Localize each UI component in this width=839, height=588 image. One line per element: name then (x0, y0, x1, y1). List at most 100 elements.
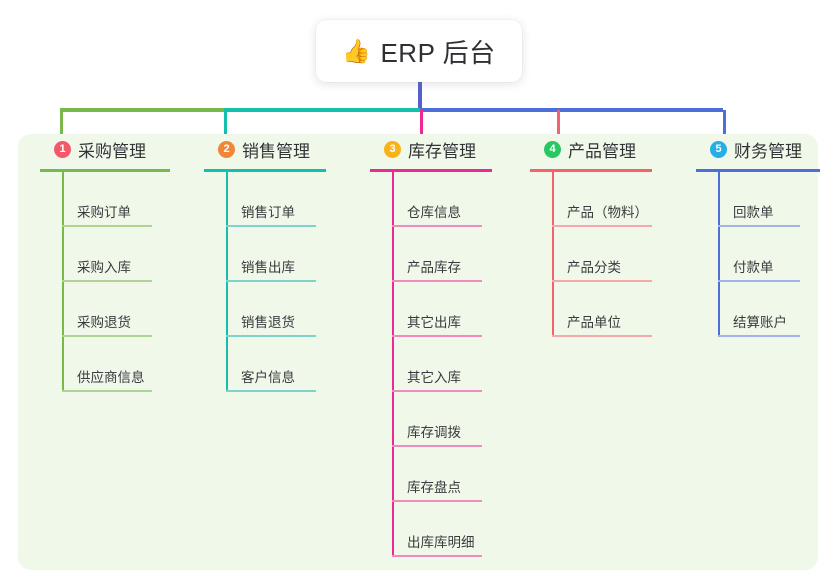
branch-item-underline (392, 390, 482, 392)
branch-item-underline (62, 390, 152, 392)
branch-item[interactable]: 结算账户 (718, 282, 824, 337)
branch-item[interactable]: 其它入库 (392, 337, 498, 392)
branch-item[interactable]: 销售订单 (226, 172, 332, 227)
branch-item-label: 销售出库 (241, 259, 295, 275)
branch-number-badge: 2 (218, 140, 235, 158)
branch-item[interactable]: 回款单 (718, 172, 824, 227)
branch-item[interactable]: 客户信息 (226, 337, 332, 392)
branch-item[interactable]: 产品分类 (552, 227, 658, 282)
connector-horizontal-segment (420, 108, 557, 112)
branch-item[interactable]: 其它出库 (392, 282, 498, 337)
branch-item-label: 库存盘点 (407, 479, 461, 495)
branch-column-5: 5 财务管理回款单付款单结算账户 (696, 134, 824, 337)
branch-item-underline (392, 445, 482, 447)
branch-item[interactable]: 库存盘点 (392, 447, 498, 502)
branch-item[interactable]: 供应商信息 (62, 337, 170, 392)
branch-item-underline (226, 280, 316, 282)
branch-column-1: 1 采购管理采购订单采购入库采购退货供应商信息 (40, 134, 170, 392)
branch-item-underline (392, 335, 482, 337)
branch-number-badge: 4 (544, 140, 561, 158)
branch-item[interactable]: 库存调拨 (392, 392, 498, 447)
branch-item-list: 销售订单销售出库销售退货客户信息 (204, 172, 332, 392)
connector-horizontal-segment (224, 108, 420, 112)
root-node[interactable]: 👍 ERP 后台 (316, 20, 522, 82)
connector-horizontal-segment (60, 108, 224, 112)
connector-drop-3 (420, 110, 423, 136)
branch-header-underline (696, 169, 820, 172)
branch-item-list: 回款单付款单结算账户 (696, 172, 824, 337)
branch-header-underline (530, 169, 652, 172)
branch-item-underline (62, 225, 152, 227)
branch-spine-line (718, 172, 720, 337)
connector-horizontal-segment (557, 108, 723, 112)
branch-number-badge: 3 (384, 140, 401, 158)
branch-item-label: 产品（物料） (567, 204, 648, 220)
branch-item-label: 其它出库 (407, 314, 461, 330)
branch-header-underline (40, 169, 170, 172)
connector-drop-1 (60, 110, 63, 136)
branch-item-underline (392, 225, 482, 227)
branch-number-badge: 5 (710, 140, 727, 158)
branch-number-badge: 1 (54, 140, 71, 158)
branch-item-label: 出库库明细 (407, 534, 475, 550)
branch-item-underline (226, 390, 316, 392)
branch-item-label: 采购订单 (77, 204, 131, 220)
branch-title: 采购管理 (78, 141, 146, 161)
branch-spine-line (392, 172, 394, 557)
thumbs-up-icon: 👍 (342, 37, 372, 64)
branch-item[interactable]: 采购入库 (62, 227, 170, 282)
branch-title: 财务管理 (734, 141, 802, 161)
branch-item-label: 销售退货 (241, 314, 295, 330)
root-vertical-connector (418, 82, 422, 110)
branch-item-label: 付款单 (733, 259, 774, 275)
branch-item-underline (62, 280, 152, 282)
branch-item-underline (718, 335, 800, 337)
root-node-label: 👍 ERP 后台 (342, 33, 495, 70)
branch-item-label: 结算账户 (733, 314, 787, 330)
branch-item[interactable]: 仓库信息 (392, 172, 498, 227)
branch-item-underline (552, 335, 652, 337)
branch-item-label: 采购退货 (77, 314, 131, 330)
branch-item-underline (392, 500, 482, 502)
branch-item-label: 回款单 (733, 204, 774, 220)
branch-item-underline (718, 280, 800, 282)
branch-item[interactable]: 采购订单 (62, 172, 170, 227)
branch-item-underline (718, 225, 800, 227)
branch-item[interactable]: 销售退货 (226, 282, 332, 337)
branch-item[interactable]: 付款单 (718, 227, 824, 282)
branch-item-underline (552, 225, 652, 227)
branch-spine-line (552, 172, 554, 337)
branch-item[interactable]: 产品（物料） (552, 172, 658, 227)
connector-drop-2 (224, 110, 227, 136)
branch-item[interactable]: 采购退货 (62, 282, 170, 337)
branch-item-list: 仓库信息产品库存其它出库其它入库库存调拨库存盘点出库库明细 (370, 172, 498, 557)
branch-title: 库存管理 (408, 141, 476, 161)
branch-item[interactable]: 销售出库 (226, 227, 332, 282)
branch-spine-line (226, 172, 228, 392)
branch-spine-line (62, 172, 64, 392)
branch-item-label: 销售订单 (241, 204, 295, 220)
branch-item-label: 产品库存 (407, 259, 461, 275)
branch-item-underline (552, 280, 652, 282)
branch-item-underline (392, 555, 482, 557)
branch-item-label: 产品单位 (567, 314, 621, 330)
branch-item-underline (392, 280, 482, 282)
branch-item-label: 仓库信息 (407, 204, 461, 220)
branch-header-underline (204, 169, 326, 172)
branch-item[interactable]: 产品库存 (392, 227, 498, 282)
branch-item-label: 供应商信息 (77, 369, 145, 385)
branch-item[interactable]: 产品单位 (552, 282, 658, 337)
branch-header-1[interactable]: 1 采购管理 (40, 134, 170, 164)
branch-header-3[interactable]: 3 库存管理 (370, 134, 498, 164)
branch-item-label: 产品分类 (567, 259, 621, 275)
branch-item-underline (226, 335, 316, 337)
branch-item-underline (62, 335, 152, 337)
branch-header-5[interactable]: 5 财务管理 (696, 134, 824, 164)
branch-item[interactable]: 出库库明细 (392, 502, 498, 557)
branch-item-list: 采购订单采购入库采购退货供应商信息 (40, 172, 170, 392)
